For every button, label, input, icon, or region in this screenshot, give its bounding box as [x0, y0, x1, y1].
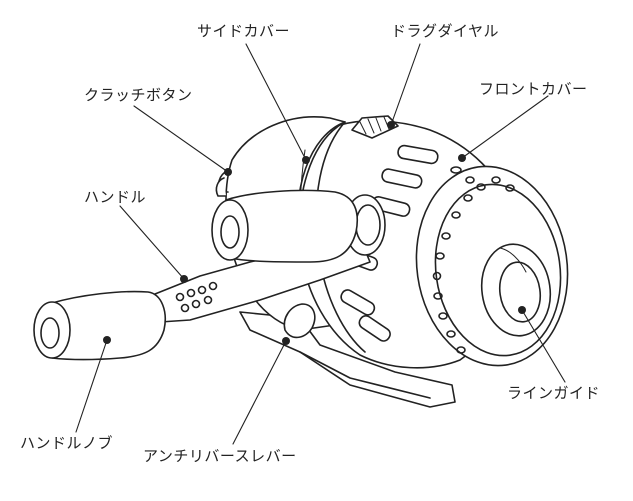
line-guide	[480, 243, 552, 337]
label-clutch-button: クラッチボタン	[84, 86, 193, 104]
clutch-button	[215, 177, 227, 197]
label-handle-knob: ハンドルノブ	[20, 434, 114, 452]
label-drag-dial: ドラグダイヤル	[391, 22, 500, 40]
lower-handle-knob	[33, 290, 166, 361]
anti-reverse-lever	[283, 303, 316, 339]
label-front-cover: フロントカバー	[479, 80, 588, 98]
leader-lines	[75, 43, 566, 445]
leader-dots	[103, 121, 526, 345]
label-side-cover: サイドカバー	[197, 22, 291, 40]
upper-handle-knob	[211, 189, 359, 263]
label-line-guide: ラインガイド	[507, 384, 601, 402]
label-anti-reverse-lever: アンチリバースレバー	[143, 447, 297, 465]
label-handle: ハンドル	[84, 188, 147, 206]
